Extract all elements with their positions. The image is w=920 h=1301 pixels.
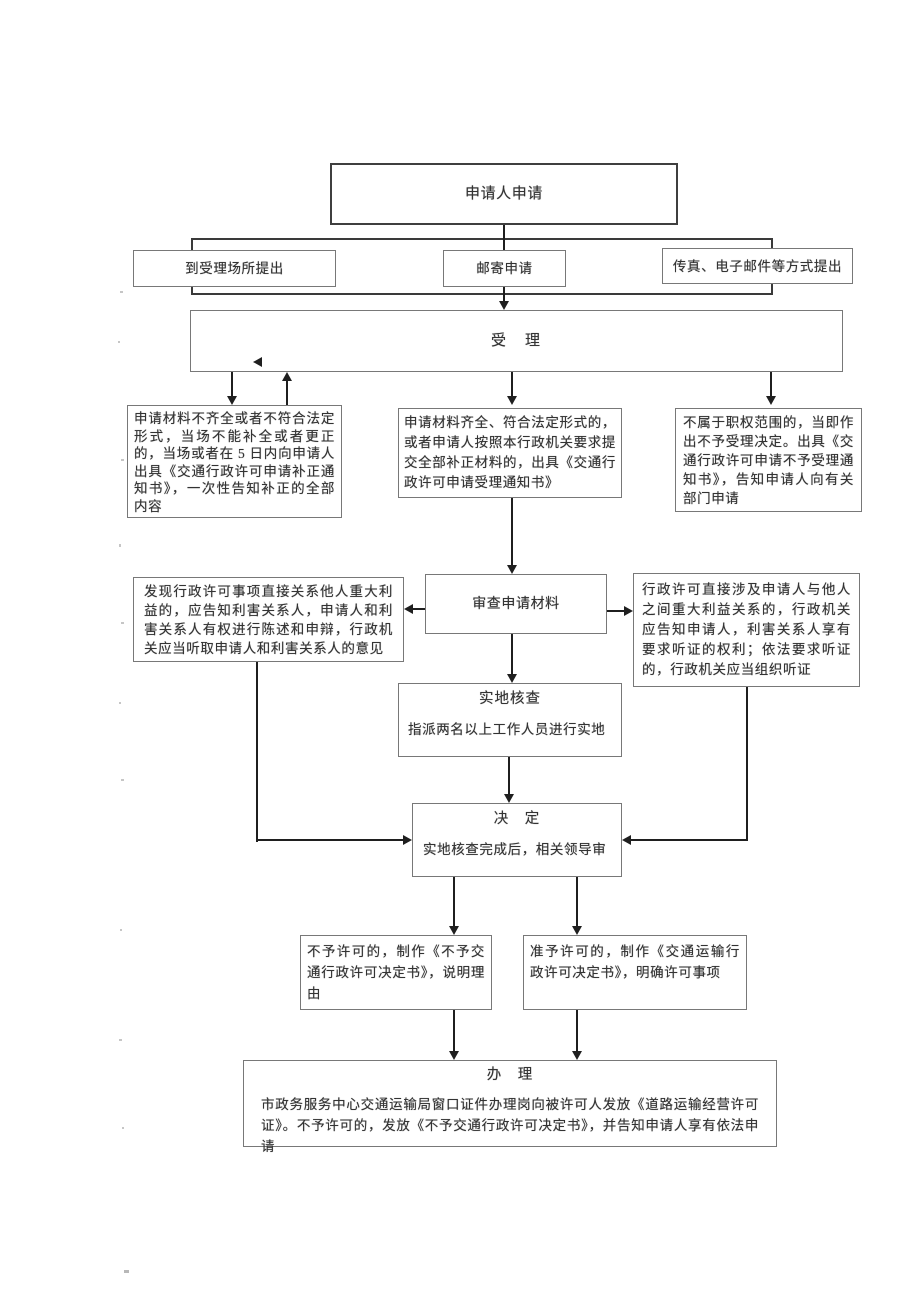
node-applicant-application: 申请人申请 bbox=[330, 163, 678, 225]
connector-interested-down bbox=[256, 662, 258, 842]
arrowhead-into-process-left bbox=[449, 1051, 459, 1060]
node-text: 指派两名以上工作人员进行实地 bbox=[408, 722, 606, 737]
node-title: 办 理 bbox=[486, 1067, 534, 1083]
connector-sitecheck-to-decision bbox=[508, 757, 510, 795]
node-title: 决 定 bbox=[493, 811, 541, 827]
connector-decision-to-deny bbox=[453, 877, 455, 927]
connector-channels-to-accept bbox=[503, 287, 505, 302]
node-text: 实地核查完成后，相关领导审 bbox=[423, 842, 607, 857]
node-label: 传真、电子邮件等方式提出 bbox=[672, 258, 843, 274]
arrowhead-stray-left bbox=[253, 357, 262, 367]
arrowhead-into-decision bbox=[504, 794, 514, 803]
node-text: 申请材料齐全、符合法定形式的，或者申请人按照本行政机关要求提交全部补正材料的，出… bbox=[404, 415, 616, 490]
arrowhead-into-hearing bbox=[624, 606, 633, 616]
node-text: 不属于职权范围的，当即作出不予受理决定。出具《交通行政许可申请不予受理通知书》，… bbox=[683, 415, 854, 506]
scan-speck bbox=[120, 291, 123, 293]
connector-accept-to-complete bbox=[511, 372, 513, 397]
node-supplement-notice: 申请材料不齐全或者不符合法定形式，当场不能补全或者更正的，当场或者在 5 日内向… bbox=[127, 405, 342, 518]
node-not-accept-notice: 不属于职权范围的，当即作出不予受理决定。出具《交通行政许可申请不予受理通知书》，… bbox=[675, 408, 862, 512]
node-title: 实地核查 bbox=[479, 691, 541, 707]
node-label: 审查申请材料 bbox=[472, 596, 560, 612]
scan-speck bbox=[119, 702, 121, 704]
arrowhead-into-process-right bbox=[572, 1051, 582, 1060]
scan-speck bbox=[119, 544, 121, 547]
arrowhead-into-sitecheck bbox=[507, 674, 517, 683]
node-label: 申请人申请 bbox=[464, 185, 543, 202]
connector-interested-to-decision bbox=[256, 839, 404, 841]
connector-accept-to-supplement bbox=[231, 372, 233, 397]
node-channel-onsite: 到受理场所提出 bbox=[133, 250, 336, 287]
scan-speck bbox=[118, 341, 120, 343]
arrowhead-into-accept-return bbox=[282, 372, 292, 381]
connector-supplement-to-accept bbox=[286, 380, 288, 405]
node-label: 邮寄申请 bbox=[476, 261, 533, 276]
connector-review-to-interested bbox=[412, 608, 425, 610]
node-site-check: 实地核查 指派两名以上工作人员进行实地 bbox=[398, 683, 622, 757]
arrowhead-into-deny bbox=[449, 926, 459, 935]
connector-decision-to-grant bbox=[576, 877, 578, 927]
scan-speck bbox=[119, 1039, 122, 1041]
node-accept: 受 理 bbox=[190, 310, 843, 372]
scan-speck bbox=[121, 779, 124, 781]
arrowhead-into-interested bbox=[404, 604, 413, 614]
node-channel-fax-email: 传真、电子邮件等方式提出 bbox=[662, 248, 853, 284]
arrowhead-into-supplement bbox=[227, 396, 237, 405]
arrowhead-into-decision-right bbox=[622, 835, 631, 845]
arrowhead-into-notaccept bbox=[766, 396, 776, 405]
connector-accept-to-notaccept bbox=[770, 372, 772, 397]
node-review-materials: 审查申请材料 bbox=[425, 574, 607, 634]
node-text: 发现行政许可事项直接关系他人重大利益的，应告知利害关系人，申请人和利害关系人有权… bbox=[144, 584, 393, 656]
node-text: 市政务服务中心交通运输局窗口证件办理岗向被许可人发放《道路运输经营许可证》。不予… bbox=[261, 1097, 759, 1154]
connector-apply-to-channels bbox=[503, 225, 505, 250]
connector-deny-to-process bbox=[453, 1010, 455, 1052]
node-deny-license: 不予许可的，制作《不予交通行政许可决定书》，说明理由 bbox=[300, 935, 492, 1010]
node-label: 受 理 bbox=[490, 332, 542, 349]
node-text: 行政许可直接涉及申请人与他人之间重大利益关系的，行政机关应告知申请人，利害关系人… bbox=[642, 582, 851, 677]
node-accept-notice: 申请材料齐全、符合法定形式的，或者申请人按照本行政机关要求提交全部补正材料的，出… bbox=[398, 408, 622, 498]
arrowhead-into-grant bbox=[572, 926, 582, 935]
node-text: 申请材料不齐全或者不符合法定形式，当场不能补全或者更正的，当场或者在 5 日内向… bbox=[134, 411, 335, 514]
connector-hearing-down bbox=[746, 687, 748, 841]
scan-speck bbox=[121, 459, 124, 461]
arrowhead-into-complete bbox=[507, 396, 517, 405]
connector-review-to-sitecheck bbox=[511, 634, 513, 675]
node-text: 不予许可的，制作《不予交通行政许可决定书》，说明理由 bbox=[307, 944, 485, 1001]
arrowhead-into-review bbox=[507, 565, 517, 574]
node-grant-license: 准予许可的，制作《交通运输行政许可决定书》，明确许可事项 bbox=[523, 935, 747, 1010]
node-channel-mail: 邮寄申请 bbox=[443, 250, 566, 287]
connector-hearing-to-decision bbox=[630, 839, 748, 841]
scan-speck bbox=[120, 929, 122, 931]
connector-review-to-hearing bbox=[607, 610, 624, 612]
node-notify-interested-parties: 发现行政许可事项直接关系他人重大利益的，应告知利害关系人，申请人和利害关系人有权… bbox=[133, 577, 404, 662]
scan-speck bbox=[121, 622, 124, 624]
connector-grant-to-process bbox=[576, 1010, 578, 1052]
node-label: 到受理场所提出 bbox=[185, 261, 284, 276]
node-decision: 决 定 实地核查完成后，相关领导审 bbox=[412, 803, 622, 877]
node-hearing-rights: 行政许可直接涉及申请人与他人之间重大利益关系的，行政机关应告知申请人，利害关系人… bbox=[633, 573, 860, 687]
scan-speck bbox=[122, 1127, 124, 1129]
connector-complete-to-review bbox=[511, 498, 513, 566]
node-text: 准予许可的，制作《交通运输行政许可决定书》，明确许可事项 bbox=[530, 944, 740, 980]
arrowhead-into-accept bbox=[499, 301, 509, 310]
node-process: 办 理 市政务服务中心交通运输局窗口证件办理岗向被许可人发放《道路运输经营许可证… bbox=[243, 1060, 777, 1154]
scan-smudge bbox=[124, 1270, 129, 1273]
arrowhead-into-decision-left bbox=[403, 835, 412, 845]
